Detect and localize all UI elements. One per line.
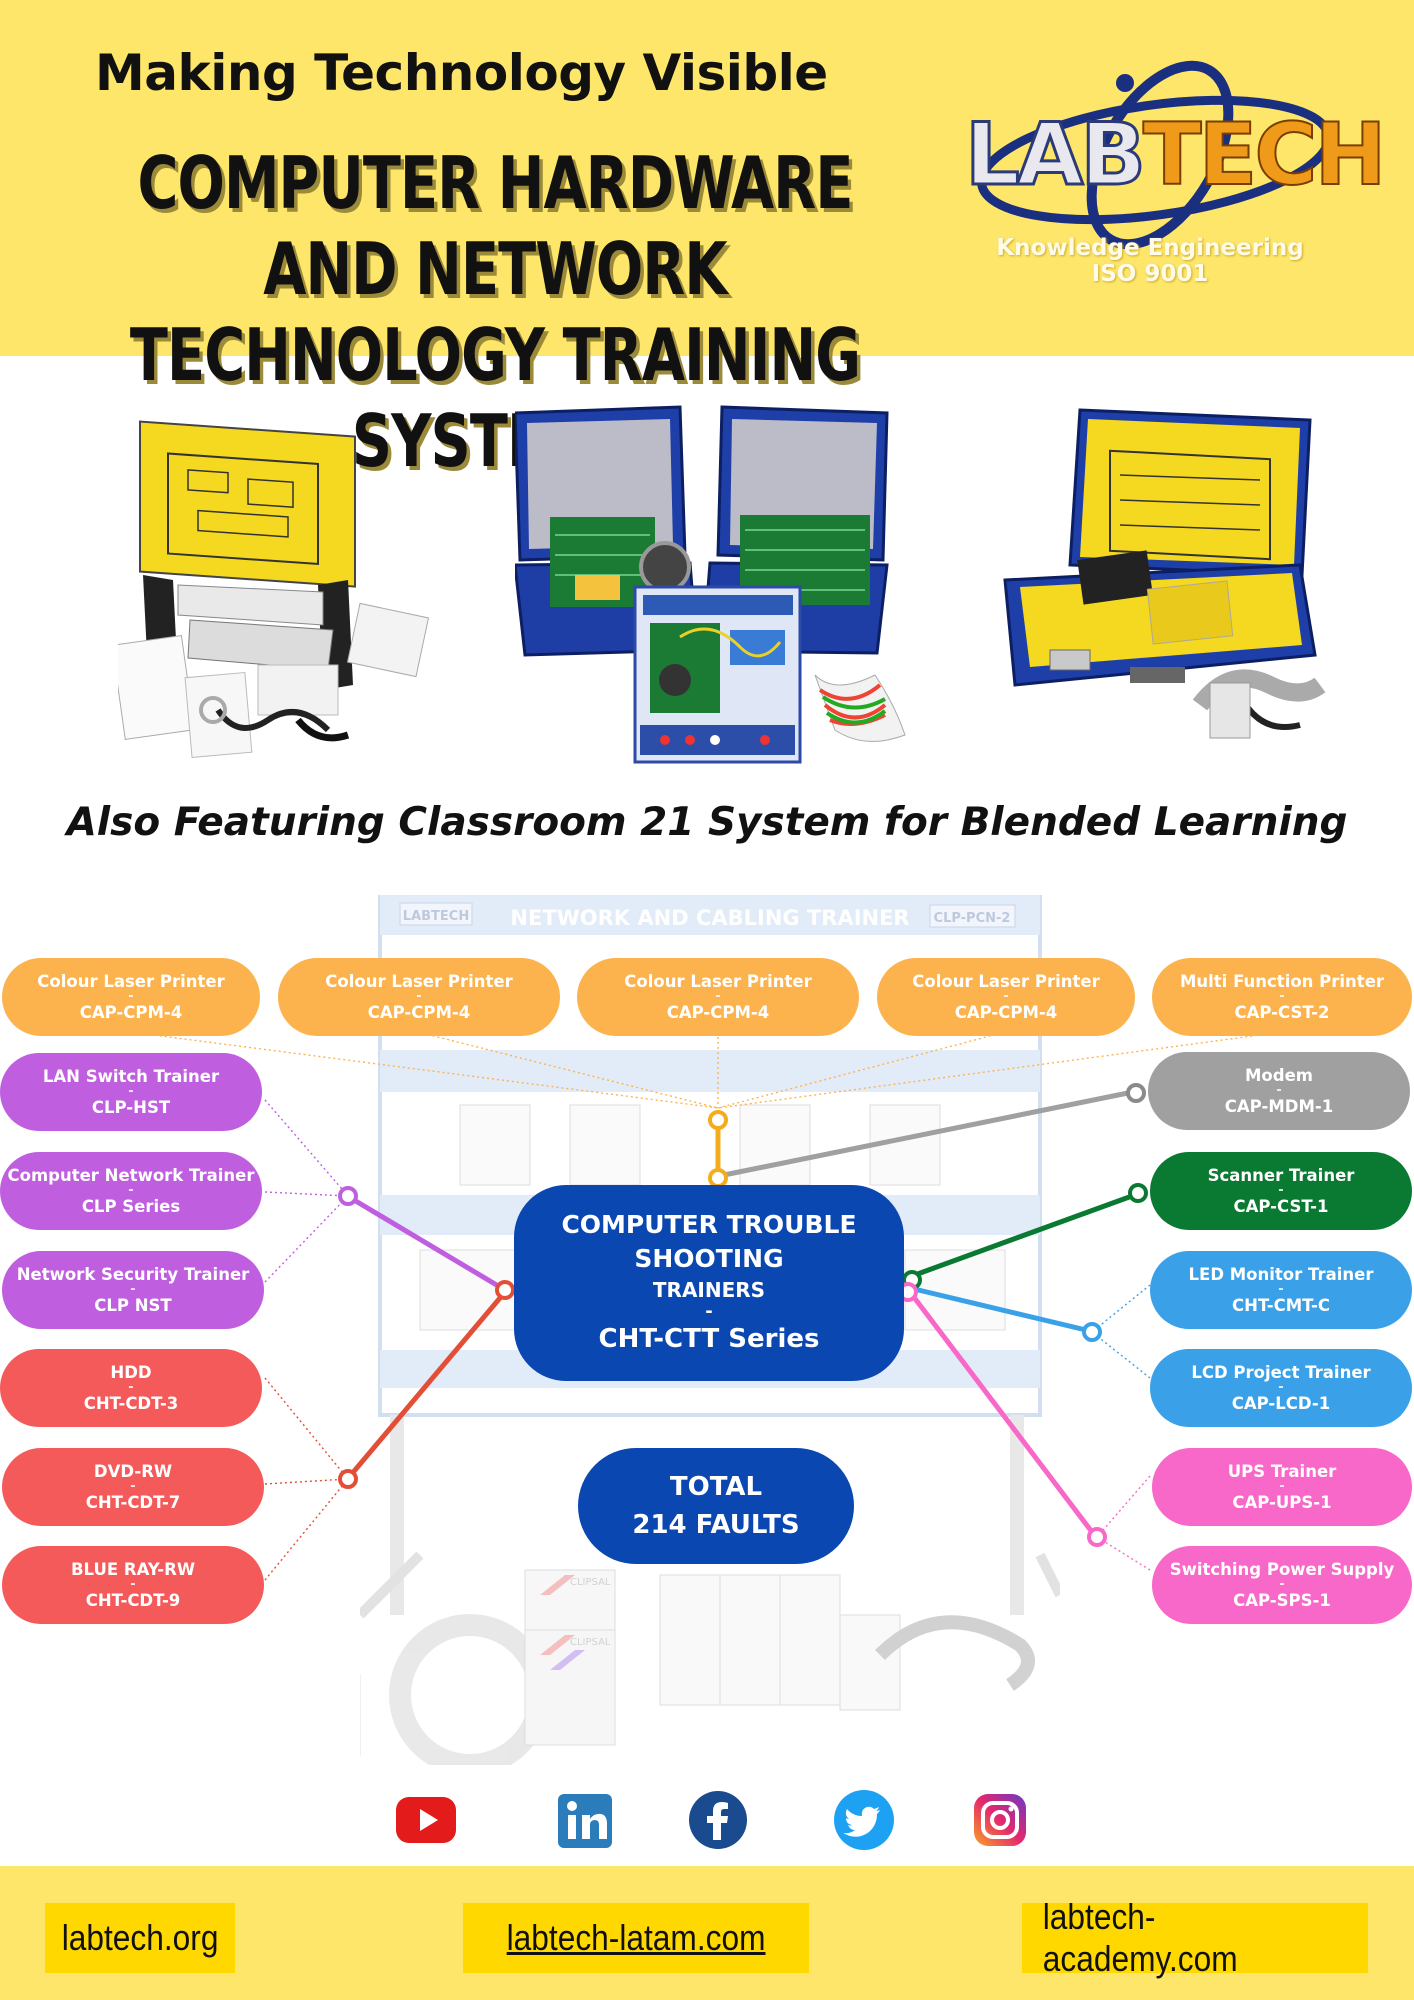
- node-blue-ray-rw[interactable]: BLUE RAY-RW-CHT-CDT-9: [2, 1546, 264, 1624]
- node-hdd[interactable]: HDD-CHT-CDT-3: [0, 1349, 262, 1427]
- subheading: Also Featuring Classroom 21 System for B…: [66, 800, 1348, 845]
- node-colour-laser-printer-1[interactable]: Colour Laser Printer-CAP-CPM-4: [2, 958, 260, 1036]
- node-switching-power-supply[interactable]: Switching Power Supply-CAP-SPS-1: [1152, 1546, 1412, 1624]
- labtech-logo: LABTECH Knowledge Engineering ISO 9001: [955, 55, 1387, 295]
- node-colour-laser-printer-2[interactable]: Colour Laser Printer-CAP-CPM-4: [278, 958, 560, 1036]
- node-multi-function-printer[interactable]: Multi Function Printer-CAP-CST-2: [1152, 958, 1412, 1036]
- link-labtech-org[interactable]: labtech.org: [45, 1903, 235, 1973]
- node-computer-network-trainer[interactable]: Computer Network Trainer-CLP Series: [0, 1152, 262, 1230]
- node-colour-laser-printer-3[interactable]: Colour Laser Printer-CAP-CPM-4: [577, 958, 859, 1036]
- bg-panel-code: CLP-PCN-2: [934, 911, 1011, 926]
- node-modem[interactable]: Modem-CAP-MDM-1: [1148, 1052, 1410, 1130]
- node-scanner-trainer[interactable]: Scanner Trainer-CAP-CST-1: [1150, 1152, 1412, 1230]
- main-title-line-2: TECHNOLOGY TRAINING SYSTEMS: [129, 313, 861, 483]
- node-dvd-rw[interactable]: DVD-RW-CHT-CDT-7: [2, 1448, 264, 1526]
- bg-bag-label-2: CLIPSAL: [570, 1637, 611, 1648]
- instagram-icon[interactable]: [968, 1788, 1032, 1852]
- header-banner: [0, 0, 1414, 356]
- node-led-monitor-trainer[interactable]: LED Monitor Trainer-CHT-CMT-C: [1150, 1251, 1412, 1329]
- main-title: COMPUTER HARDWARE AND NETWORK TECHNOLOGY…: [104, 140, 887, 484]
- lan-switch-trainer-photo: [1003, 408, 1326, 739]
- link-labtech-latam[interactable]: labtech-latam.com: [463, 1903, 809, 1973]
- center-hub-trouble-shooting-trainers[interactable]: COMPUTER TROUBLE SHOOTING TRAINERS - CHT…: [514, 1185, 904, 1381]
- bg-bag-label-1: CLIPSAL: [570, 1577, 611, 1588]
- main-title-line-1: COMPUTER HARDWARE AND NETWORK: [137, 141, 853, 311]
- linkedin-icon[interactable]: [554, 1788, 618, 1852]
- node-lcd-project-trainer[interactable]: LCD Project Trainer-CAP-LCD-1: [1150, 1349, 1412, 1427]
- node-lan-switch-trainer[interactable]: LAN Switch Trainer-CLP-HST: [0, 1053, 262, 1131]
- trouble-shooting-case-photo: [515, 405, 906, 764]
- facebook-icon[interactable]: [686, 1788, 750, 1852]
- logo-orbit-icon: [977, 60, 1333, 250]
- bg-panel-title: NETWORK AND CABLING TRAINER: [510, 906, 909, 930]
- bg-panel-brand: LABTECH: [403, 909, 469, 924]
- node-ups-trainer[interactable]: UPS Trainer-CAP-UPS-1: [1152, 1448, 1412, 1526]
- logo-iso: ISO 9001: [1091, 261, 1209, 287]
- youtube-icon[interactable]: [394, 1788, 458, 1852]
- node-colour-laser-printer-4[interactable]: Colour Laser Printer-CAP-CPM-4: [877, 958, 1135, 1036]
- link-labtech-academy[interactable]: labtech-academy.com: [1022, 1896, 1368, 1979]
- node-network-security-trainer[interactable]: Network Security Trainer-CLP NST: [2, 1251, 264, 1329]
- twitter-icon[interactable]: [832, 1788, 896, 1852]
- total-faults-badge: TOTAL 214 FAULTS: [578, 1448, 854, 1564]
- logo-wordmark: LABTECH: [964, 104, 1388, 207]
- tagline: Making Technology Visible: [95, 44, 828, 102]
- printer-trainer-photo: [118, 420, 430, 758]
- logo-subtitle: Knowledge Engineering: [996, 235, 1304, 261]
